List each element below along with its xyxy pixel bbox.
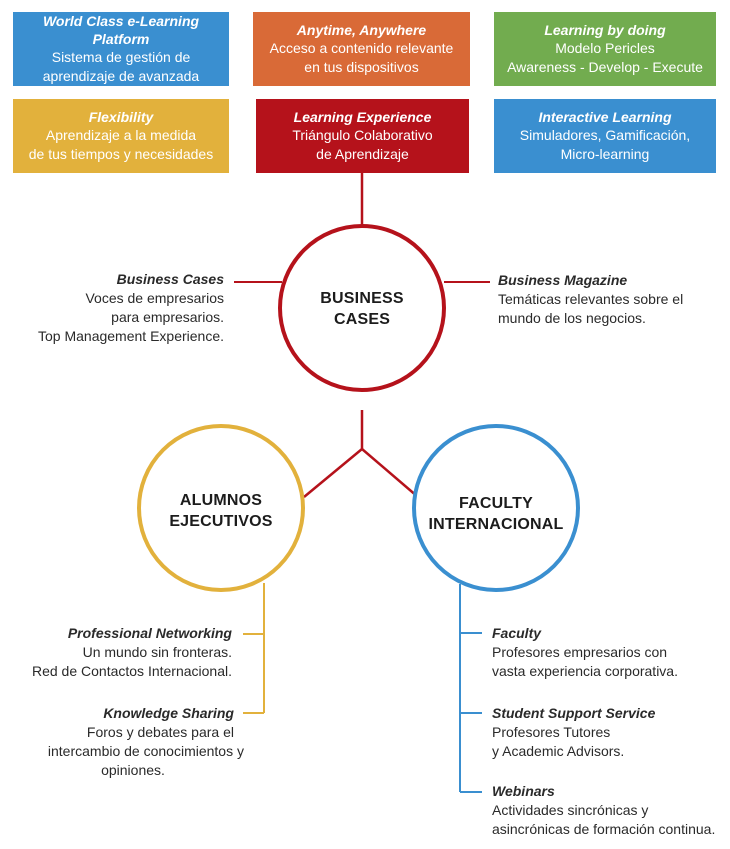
student-support-line-2: y Academic Advisors. xyxy=(492,743,625,759)
professional-networking-line-1: Un mundo sin fronteras. xyxy=(82,644,232,660)
business-magazine-line-2: mundo de los negocios. xyxy=(498,310,646,326)
alumnos-circle xyxy=(137,424,305,592)
learning-by-doing-line-2: Awareness - Develop - Execute xyxy=(507,59,703,75)
anytime-box: Anytime, Anywhere Acceso a contenido rel… xyxy=(253,12,470,86)
webinars-title: Webinars xyxy=(492,783,555,799)
knowledge-sharing-line-2: intercambio de conocimientos y xyxy=(47,743,244,759)
knowledge-sharing-line-1: Foros y debates para el xyxy=(86,724,234,740)
business-cases-label-line-2: CASES xyxy=(333,311,391,328)
interactive-learning-title: Interactive Learning xyxy=(538,109,672,125)
faculty-item-title: Faculty xyxy=(492,625,542,641)
learning-experience-box: Learning Experience Triángulo Colaborati… xyxy=(256,99,469,173)
world-class-title: World Class e-Learning Platform xyxy=(42,13,200,47)
faculty-label-line-2: INTERNACIONAL xyxy=(428,516,564,533)
learning-by-doing-line-1: Modelo Pericles xyxy=(555,40,655,56)
professional-networking-line-2: Red de Contactos Internacional. xyxy=(31,663,232,679)
student-support-line-1: Profesores Tutores xyxy=(492,724,611,740)
business-cases-circle xyxy=(278,224,446,392)
flexibility-title: Flexibility xyxy=(88,109,154,125)
business-magazine-title: Business Magazine xyxy=(498,272,628,288)
knowledge-sharing-text: Knowledge Sharing Foros y debates para e… xyxy=(22,704,244,780)
business-cases-title: Business Cases xyxy=(116,271,224,287)
learning-by-doing-title: Learning by doing xyxy=(544,22,666,38)
business-cases-label-line-1: BUSINESS xyxy=(320,290,404,307)
learning-experience-title: Learning Experience xyxy=(293,109,432,125)
student-support-title: Student Support Service xyxy=(492,705,656,721)
webinars-line-1: Actividades sincrónicas y xyxy=(492,802,649,818)
faculty-circle xyxy=(412,424,580,592)
webinars-text: Webinars Actividades sincrónicas y asinc… xyxy=(492,782,726,839)
world-class-box: World Class e-Learning Platform Sistema … xyxy=(13,12,229,86)
faculty-item-text: Faculty Profesores empresarios con vasta… xyxy=(492,624,722,681)
alumnos-circle-label: ALUMNOS EJECUTIVOS xyxy=(141,490,301,532)
business-cases-text: Business Cases Voces de empresarios para… xyxy=(14,270,224,346)
world-class-line-2: aprendizaje de avanzada xyxy=(42,68,200,84)
anytime-line-1: Acceso a contenido relevante xyxy=(269,40,454,56)
business-cases-line-1: Voces de empresarios xyxy=(85,290,224,306)
faculty-label-line-1: FACULTY xyxy=(459,495,533,512)
world-class-line-1: Sistema de gestión de xyxy=(51,49,191,65)
flexibility-box: Flexibility Aprendizaje a la medida de t… xyxy=(13,99,229,173)
anytime-line-2: en tus dispositivos xyxy=(304,59,419,75)
knowledge-sharing-line-3: opiniones. xyxy=(101,762,165,778)
faculty-circle-label: FACULTY INTERNACIONAL xyxy=(416,493,576,535)
flexibility-line-2: de tus tiempos y necesidades xyxy=(28,146,214,162)
interactive-learning-line-2: Micro-learning xyxy=(560,146,650,162)
knowledge-sharing-title: Knowledge Sharing xyxy=(103,705,234,721)
business-cases-circle-label: BUSINESS CASES xyxy=(282,288,442,330)
faculty-item-line-1: Profesores empresarios con xyxy=(492,644,668,660)
professional-networking-title: Professional Networking xyxy=(67,625,232,641)
professional-networking-text: Professional Networking Un mundo sin fro… xyxy=(10,624,232,681)
alumnos-label-line-1: ALUMNOS xyxy=(179,492,263,509)
business-magazine-text: Business Magazine Temáticas relevantes s… xyxy=(498,271,723,328)
connector-to-alumnos xyxy=(303,448,363,498)
student-support-text: Student Support Service Profesores Tutor… xyxy=(492,704,722,761)
learning-by-doing-box: Learning by doing Modelo Pericles Awaren… xyxy=(494,12,716,86)
business-cases-line-3: Top Management Experience. xyxy=(38,328,224,344)
learning-experience-line-1: Triángulo Colaborativo xyxy=(292,127,433,143)
interactive-learning-line-1: Simuladores, Gamificación, xyxy=(519,127,691,143)
faculty-item-line-2: vasta experiencia corporativa. xyxy=(492,663,678,679)
interactive-learning-box: Interactive Learning Simuladores, Gamifi… xyxy=(494,99,716,173)
learning-experience-line-2: de Aprendizaje xyxy=(316,146,409,162)
webinars-line-2: asincrónicas de formación continua. xyxy=(492,821,716,837)
alumnos-label-line-2: EJECUTIVOS xyxy=(169,513,273,530)
flexibility-line-1: Aprendizaje a la medida xyxy=(45,127,197,143)
anytime-title: Anytime, Anywhere xyxy=(296,22,427,38)
business-magazine-line-1: Temáticas relevantes sobre el xyxy=(498,291,684,307)
connector-to-faculty xyxy=(361,448,419,498)
business-cases-line-2: para empresarios. xyxy=(111,309,224,325)
